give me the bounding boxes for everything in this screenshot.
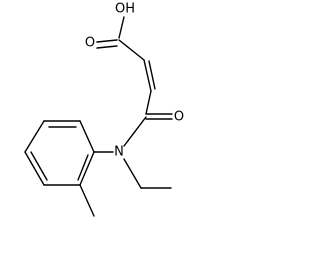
- bond-n-ethyl-ch2: [123, 158, 142, 189]
- bond-amide-c-n: [123, 116, 147, 147]
- carbonyl-acid-label-bg: [84, 36, 96, 50]
- carbonyl-amide-label-bg: [173, 110, 185, 124]
- ring-bond-1: [79, 120, 95, 153]
- ring-bond-4: [24, 151, 45, 186]
- nitrogen-label-bg: [113, 145, 125, 159]
- bond-acid-c-o-2: [96, 45, 118, 49]
- bond-acid-c-alkene-ca: [118, 39, 145, 61]
- atom-label-nitrogen: N: [114, 145, 124, 160]
- atom-label-carbonyl-acid: O: [85, 36, 95, 51]
- bond-aryl-methyl: [79, 184, 95, 217]
- structure-diagram: OH O O N: [24, 2, 185, 217]
- bond-alkene-1: [143, 59, 152, 92]
- bond-alkene-cb-amide-c: [145, 90, 152, 115]
- ring-bond-6: [79, 151, 95, 186]
- atom-label-hydroxyl: OH: [115, 2, 135, 17]
- atom-label-carbonyl-amide: O: [174, 110, 184, 125]
- ring-inner-bond-c: [77, 154, 89, 181]
- ring-bond-3: [24, 120, 45, 153]
- bond-acid-c-o-1: [96, 39, 118, 43]
- bond-alkene-2: [148, 60, 156, 90]
- hydroxyl-label-bg: [114, 2, 136, 16]
- ring-inner-bond-b: [30, 151, 48, 181]
- bond-acid-c-oh: [118, 16, 125, 39]
